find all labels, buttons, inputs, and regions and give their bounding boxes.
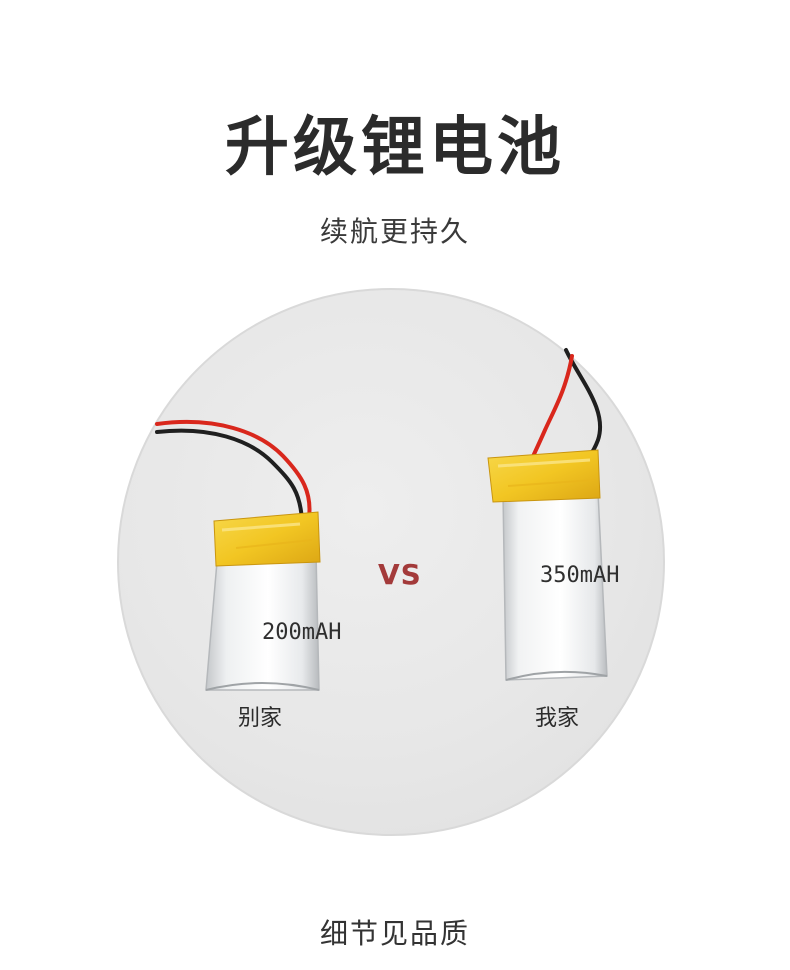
- right-capacity-label: 350mAH: [540, 563, 620, 588]
- left-brand-label: 别家: [238, 706, 283, 731]
- page-subtitle: 续航更持久: [319, 215, 470, 248]
- page-title: 升级锂电池: [225, 111, 565, 185]
- right-brand-label: 我家: [535, 706, 580, 731]
- left-capacity-label: 200mAH: [262, 620, 342, 645]
- vs-label: VS: [378, 558, 422, 591]
- footer-caption: 细节见品质: [319, 917, 470, 950]
